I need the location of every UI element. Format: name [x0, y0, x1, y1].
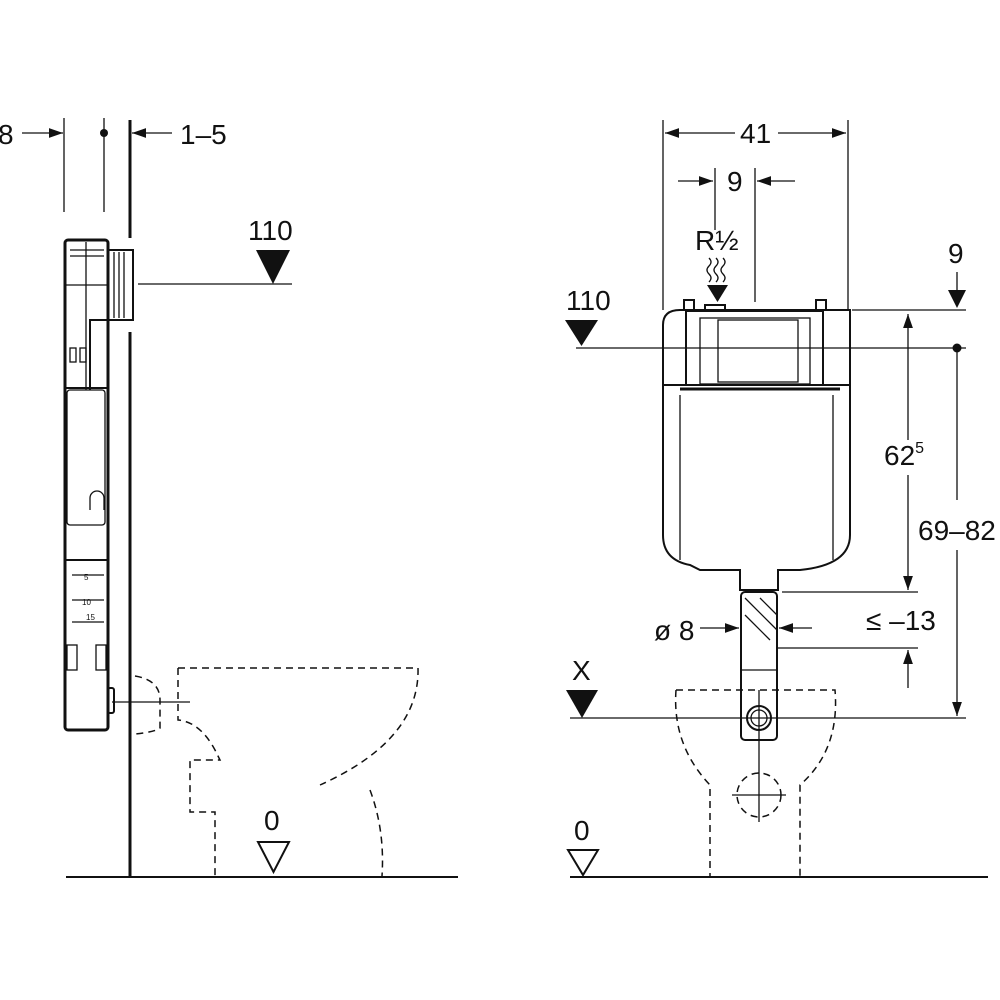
dim-height-label: 110 — [248, 215, 293, 246]
water-supply-icon — [706, 257, 726, 283]
inlet-thread-label: R½ — [695, 225, 739, 256]
dim-height-label-front: 110 — [566, 285, 611, 316]
floor-level-label: 0 — [264, 805, 280, 836]
toilet-side-outline — [112, 667, 419, 877]
dim-wall-label: 1–5 — [180, 119, 227, 150]
outlet-marker-label: X — [572, 655, 591, 686]
front-view: 41 9 R½ 9 — [565, 118, 996, 878]
reference-dot — [100, 129, 108, 137]
pipe-diameter-label: ø 8 — [654, 615, 694, 646]
floor-level-marker — [256, 841, 291, 875]
dim-range-label: 69–82 — [918, 515, 996, 546]
cistern-side — [63, 238, 110, 732]
level-marker-110 — [256, 250, 290, 284]
pipe-cut-label: ≤ –13 — [866, 605, 936, 636]
svg-text:15: 15 — [86, 613, 95, 622]
dim-width-label: 41 — [740, 118, 771, 149]
side-view: 8 1–5 5 10 15 110 — [0, 118, 458, 878]
toilet-front-outline — [674, 689, 837, 876]
dim-tank-height-label: 625 — [884, 440, 924, 471]
dim-left-label: 8 — [0, 119, 14, 150]
height-scale: 5 10 15 — [72, 573, 104, 623]
dim-top-label: 9 — [948, 238, 964, 269]
cistern-front — [662, 299, 851, 741]
inlet-connector — [107, 249, 134, 321]
floor-level-label-front: 0 — [574, 815, 590, 846]
svg-text:10: 10 — [82, 598, 91, 607]
dim-inlet-offset-label: 9 — [727, 166, 743, 197]
svg-text:5: 5 — [84, 573, 89, 582]
